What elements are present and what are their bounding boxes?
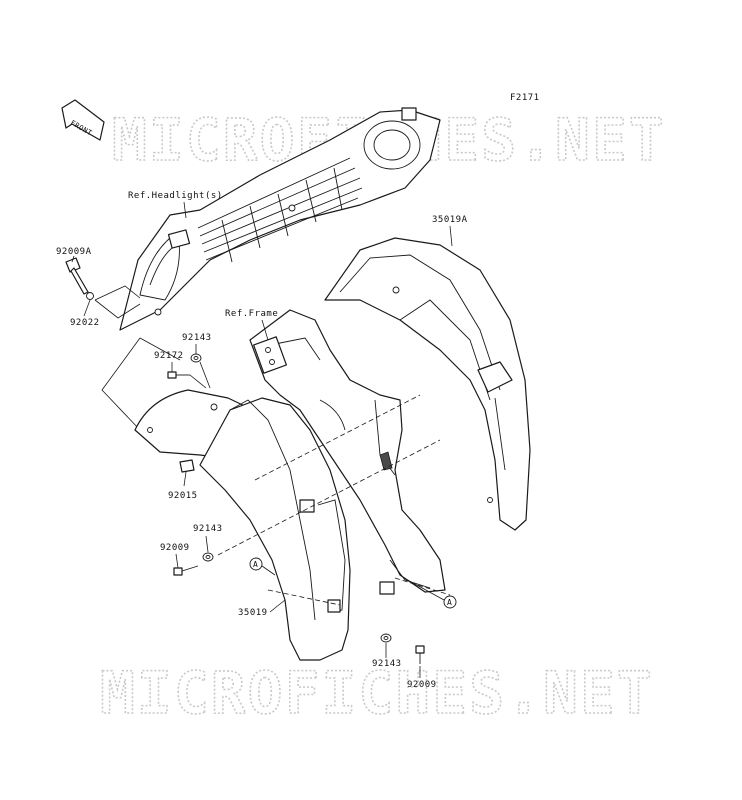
front-arrow-icon: FRONT [61, 99, 105, 141]
part-number-92022: 92022 [70, 318, 100, 328]
figure-code: F2171 [510, 93, 540, 103]
part-number-92009-left: 92009 [160, 543, 190, 553]
front-fender-35019-part [199, 397, 351, 661]
grommet-92143-bottom-icon [380, 633, 392, 643]
part-number-92015: 92015 [168, 491, 198, 501]
part-number-92009A: 92009A [56, 247, 92, 257]
grommet-92143-mid-icon [202, 552, 214, 562]
frame-reference-part [249, 309, 446, 595]
bolt-92009-bottom-icon [415, 645, 425, 664]
clip-92015-icon [179, 459, 195, 473]
ref-headlights-label: Ref.Headlight(s) [128, 191, 223, 201]
headlight-cowl-part [119, 107, 441, 331]
part-number-92172: 92172 [154, 351, 184, 361]
watermark-bottom: MICROFICHES.NET [100, 659, 654, 727]
svg-text:A: A [253, 560, 258, 569]
part-number-92143-bottom: 92143 [372, 659, 402, 669]
ref-frame-label: Ref.Frame [225, 309, 278, 319]
part-number-92143-mid: 92143 [193, 524, 223, 534]
rear-fender-35019A-part [324, 237, 531, 531]
bolt-92009A-icon [65, 257, 94, 300]
part-number-35019: 35019 [238, 608, 268, 618]
part-number-92143-top: 92143 [182, 333, 212, 343]
part-number-35019A: 35019A [432, 215, 468, 225]
svg-text:A: A [447, 598, 452, 607]
grommet-92143-top-icon [190, 353, 202, 363]
part-number-92009-bottom: 92009 [407, 680, 437, 690]
screw-92172-icon [167, 371, 190, 379]
callout-a-left: A [249, 557, 263, 571]
callout-a-right: A [443, 595, 457, 609]
